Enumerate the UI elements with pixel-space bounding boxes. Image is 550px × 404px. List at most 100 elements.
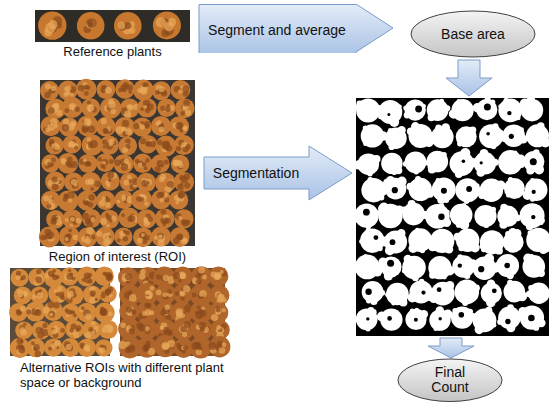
plant-texture bbox=[105, 128, 109, 132]
down-arrow bbox=[446, 60, 492, 96]
plant bbox=[209, 336, 230, 357]
blob-hole bbox=[392, 187, 398, 193]
plant-texture bbox=[35, 351, 41, 357]
caption: Region of interest (ROI) bbox=[25, 249, 210, 264]
plant-texture bbox=[136, 196, 142, 202]
plant bbox=[155, 209, 175, 229]
white-blob bbox=[410, 308, 415, 313]
plant-texture bbox=[160, 326, 164, 330]
plant-texture bbox=[47, 232, 55, 240]
plant-texture bbox=[109, 159, 114, 164]
white-blob bbox=[492, 123, 498, 129]
white-blob bbox=[457, 254, 463, 260]
plant bbox=[137, 209, 156, 228]
white-blob bbox=[412, 275, 419, 282]
plant bbox=[45, 172, 65, 192]
plant-texture bbox=[90, 290, 96, 296]
plant bbox=[171, 155, 189, 173]
plant bbox=[174, 209, 193, 228]
plant-texture bbox=[183, 125, 188, 130]
plant-texture bbox=[88, 327, 93, 332]
plant-texture bbox=[18, 347, 25, 354]
plant bbox=[118, 267, 138, 287]
white-blob bbox=[490, 207, 496, 213]
plant bbox=[208, 303, 228, 323]
blob-hole bbox=[374, 235, 379, 240]
plant-texture bbox=[36, 277, 43, 284]
plant-texture bbox=[102, 140, 107, 145]
plant-texture bbox=[164, 22, 174, 32]
node-shape bbox=[204, 146, 352, 200]
plant-texture bbox=[178, 279, 182, 283]
blob-hole bbox=[421, 291, 425, 295]
plant-texture bbox=[48, 199, 52, 203]
white-blob bbox=[377, 312, 387, 322]
alt-roi-plants bbox=[118, 266, 230, 358]
white-blob bbox=[380, 237, 390, 247]
plant-texture bbox=[176, 146, 181, 151]
plant-texture bbox=[57, 286, 62, 291]
blob-hole bbox=[387, 113, 390, 116]
plant-texture bbox=[129, 328, 135, 334]
plant-texture bbox=[52, 183, 59, 190]
plant-texture bbox=[137, 88, 142, 93]
white-blob bbox=[452, 308, 457, 313]
plant-texture bbox=[182, 86, 189, 93]
node-label: Segmentation bbox=[203, 157, 309, 189]
plant-texture bbox=[160, 209, 166, 215]
plant bbox=[100, 98, 121, 119]
plant-texture bbox=[47, 234, 52, 239]
white-blob bbox=[370, 309, 376, 315]
plant bbox=[114, 228, 132, 246]
plant-texture bbox=[150, 286, 155, 291]
plant-texture bbox=[122, 120, 129, 127]
white-blob bbox=[408, 293, 418, 303]
plant-texture bbox=[125, 128, 132, 135]
plant-texture bbox=[85, 201, 90, 206]
white-blob bbox=[484, 224, 488, 228]
plant-texture bbox=[84, 118, 92, 126]
plant-texture bbox=[37, 332, 44, 339]
plant bbox=[59, 226, 80, 247]
plant bbox=[41, 116, 61, 136]
white-blob bbox=[456, 126, 477, 147]
plant-texture bbox=[102, 233, 109, 240]
plant-texture bbox=[144, 82, 149, 87]
plant-texture bbox=[182, 238, 187, 243]
plant-texture bbox=[67, 296, 71, 300]
white-blob bbox=[477, 168, 486, 177]
plant-texture bbox=[138, 324, 145, 331]
plant-texture bbox=[52, 329, 58, 335]
white-blob bbox=[427, 239, 435, 247]
plant-texture bbox=[178, 90, 182, 94]
plant bbox=[208, 266, 228, 286]
plant bbox=[96, 153, 115, 172]
plant-texture bbox=[71, 277, 75, 281]
plant-texture bbox=[121, 213, 125, 217]
plant bbox=[171, 80, 191, 100]
plant-texture bbox=[85, 313, 91, 319]
plant-texture bbox=[73, 314, 77, 318]
white-blob bbox=[361, 178, 385, 202]
plant-texture bbox=[146, 141, 152, 147]
plant-texture bbox=[160, 174, 166, 180]
white-blob bbox=[397, 229, 405, 237]
white-blob bbox=[541, 244, 550, 253]
plant bbox=[58, 81, 78, 101]
plant-texture bbox=[144, 166, 148, 170]
blob-hole bbox=[439, 317, 442, 320]
white-blob bbox=[492, 323, 497, 328]
white-blob bbox=[367, 171, 372, 176]
plant-texture bbox=[133, 123, 139, 129]
white-blob bbox=[415, 308, 419, 312]
plant-texture bbox=[87, 105, 94, 112]
plant-texture bbox=[124, 159, 129, 164]
white-blob bbox=[429, 272, 436, 279]
plant-texture bbox=[129, 91, 133, 95]
plant-texture bbox=[73, 332, 79, 338]
plant-texture bbox=[175, 201, 179, 205]
plant-texture bbox=[20, 306, 25, 311]
white-blob bbox=[377, 312, 386, 321]
plant-texture bbox=[144, 201, 149, 206]
plant-texture bbox=[160, 106, 165, 111]
